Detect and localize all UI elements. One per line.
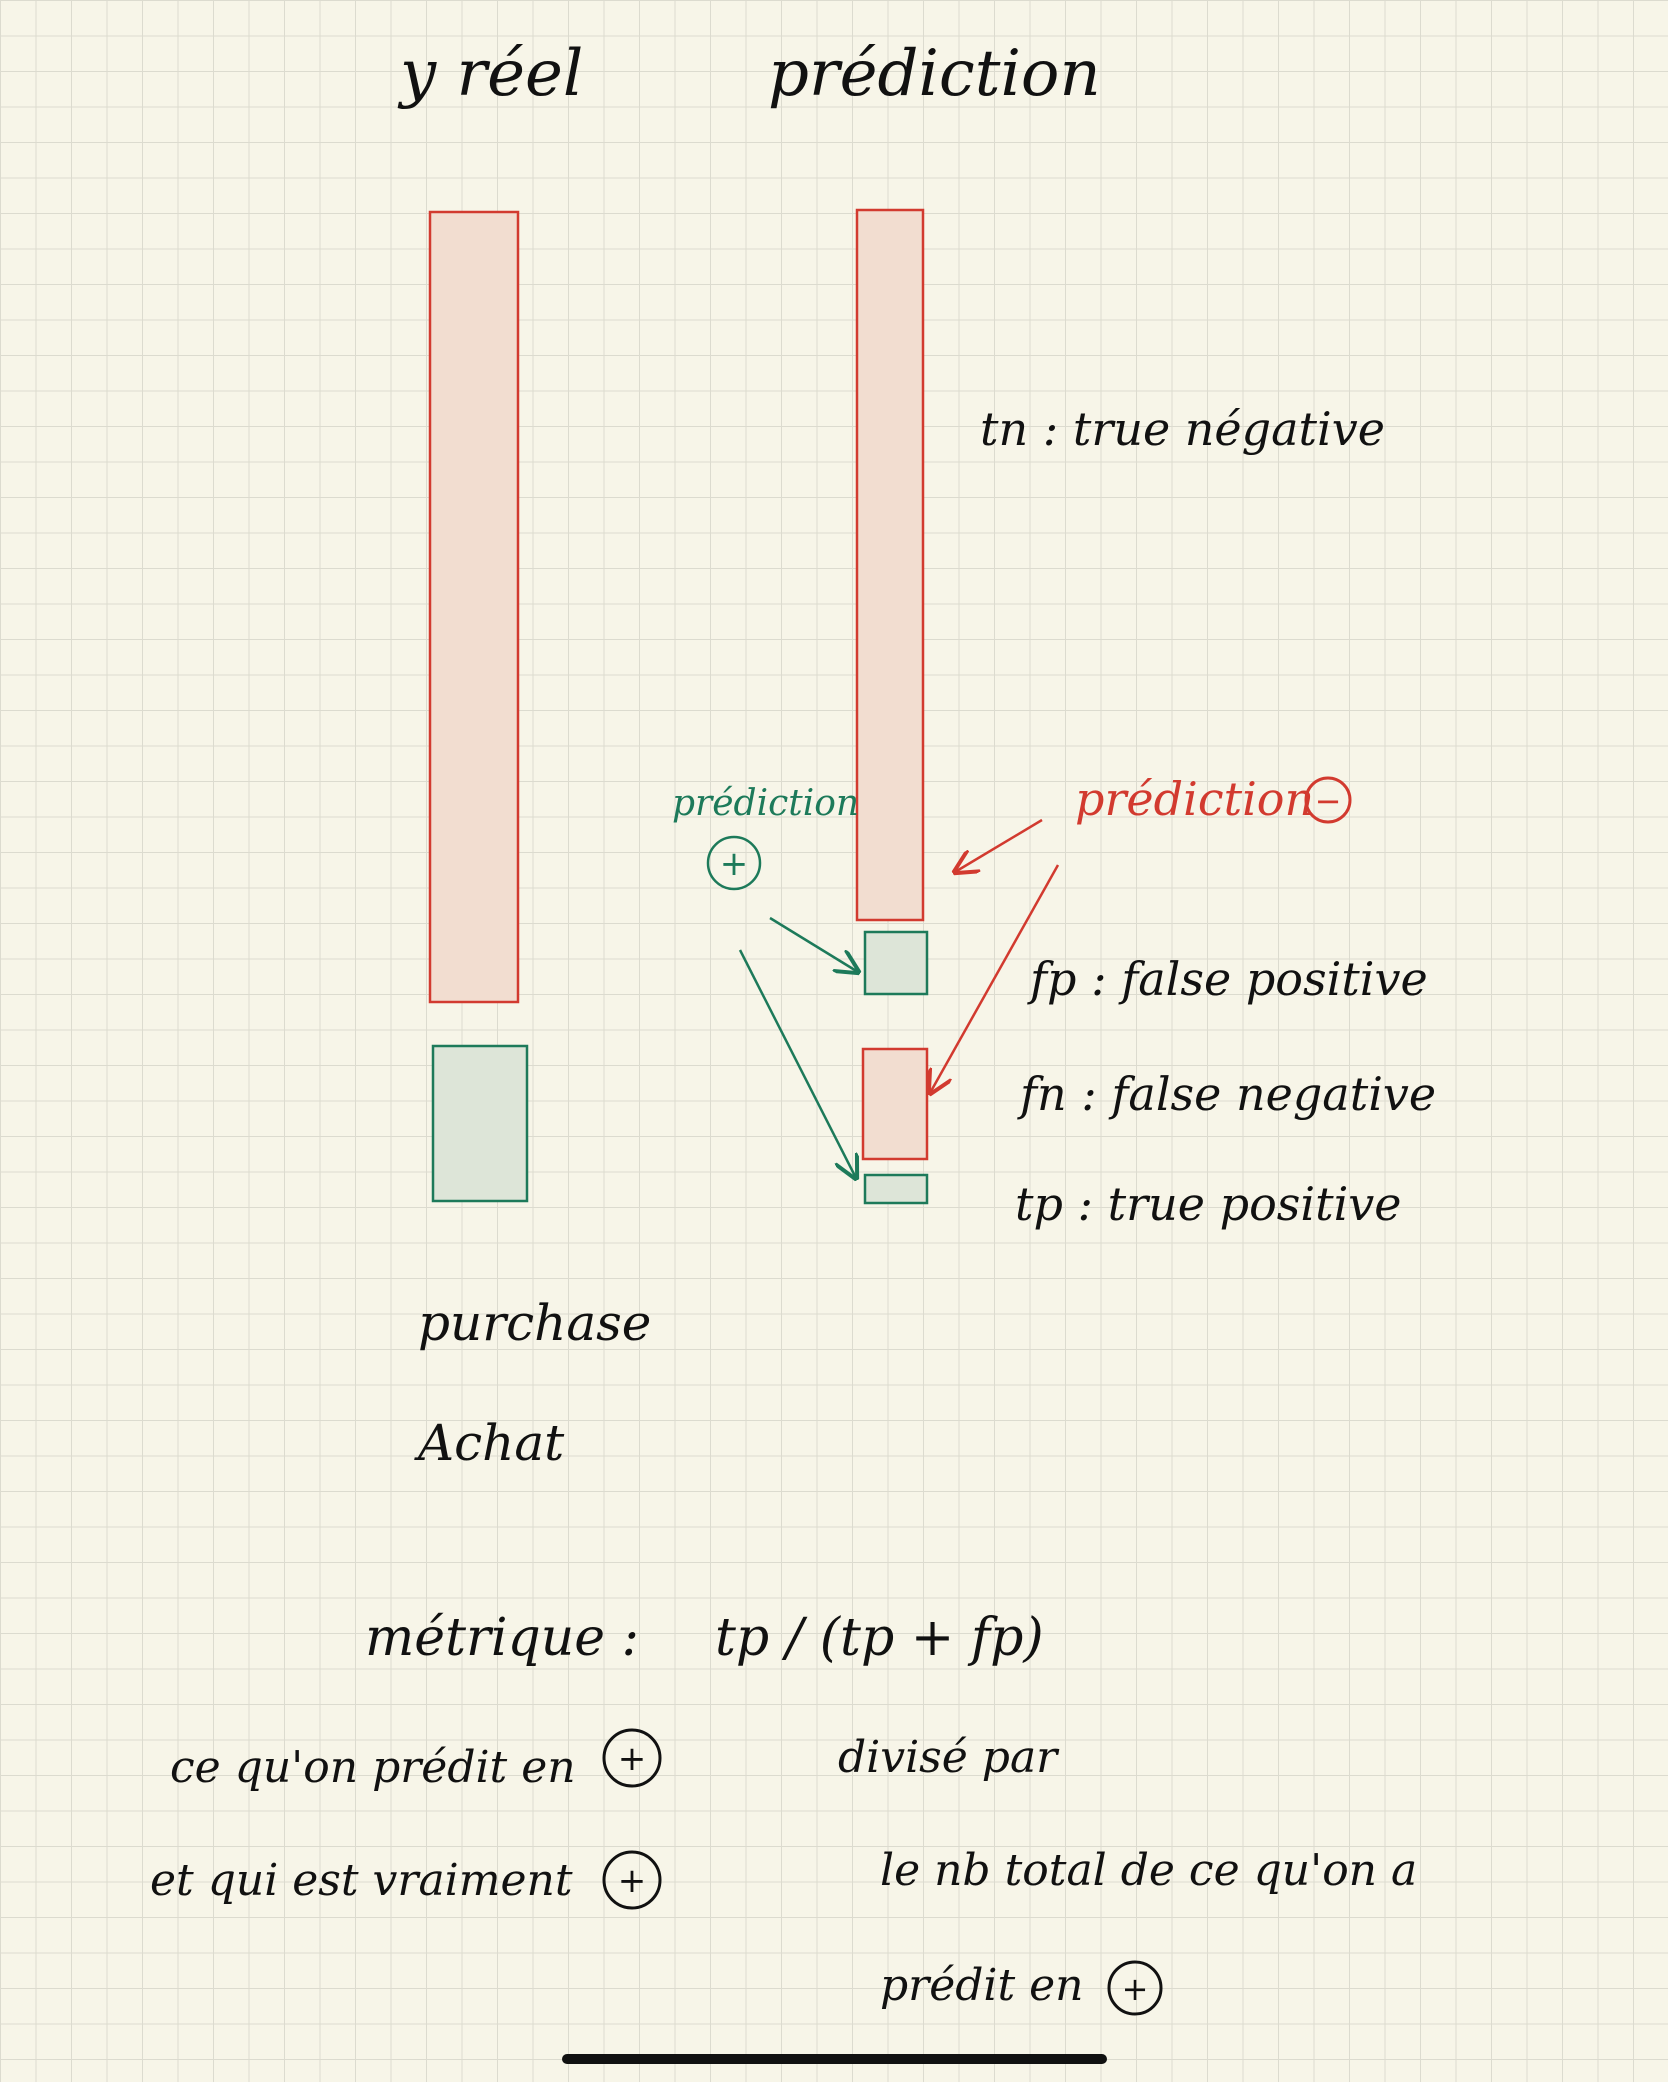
predicted-positive-label: prédit en — [880, 1960, 1084, 2011]
plus-circle-icon — [602, 1850, 662, 1910]
label-prediction-positive: prédiction — [672, 783, 859, 824]
plus-circle-icon — [1107, 1960, 1163, 2016]
arrow-to-true-negative — [955, 818, 1043, 872]
arrow-to-false-negative — [930, 864, 1060, 1093]
label-achat: Achat — [414, 1414, 565, 1472]
minus-sign-red: − — [1315, 782, 1342, 820]
total-label: le nb total de ce qu'on a — [880, 1845, 1417, 1896]
false-negative-bar — [861, 1047, 929, 1161]
precision-line-2: et qui est vraiment — [150, 1855, 573, 1906]
arrow-to-false-positive — [769, 916, 858, 972]
true-negative-bar — [855, 208, 925, 922]
header-prediction: prédiction — [768, 37, 1101, 111]
plus-circle-icon — [602, 1728, 662, 1788]
precision-line-1: ce qu'on prédit en — [170, 1742, 576, 1793]
label-fn: fn : false negative — [1017, 1067, 1436, 1121]
label-prediction-negative: prédiction — [1075, 772, 1314, 826]
plus-sign: + — [1122, 1970, 1149, 2008]
actual-negative-bar — [428, 210, 520, 1004]
header-actual: y réel — [397, 37, 583, 111]
divide-label: divisé par — [838, 1732, 1060, 1783]
metric-formula: tp / (tp + fp) — [715, 1608, 1044, 1668]
label-fp: fp : false positive — [1027, 952, 1428, 1006]
arrow-to-true-positive — [738, 949, 856, 1178]
metric-label: métrique : — [365, 1608, 639, 1668]
false-positive-bar — [863, 930, 929, 996]
plus-sign-green: + — [720, 844, 749, 884]
label-purchase: purchase — [418, 1294, 651, 1352]
true-positive-bar — [863, 1173, 929, 1205]
label-tp: tp : true positive — [1015, 1177, 1402, 1231]
home-indicator[interactable] — [562, 2054, 1107, 2064]
actual-positive-bar — [431, 1044, 529, 1203]
plus-sign: + — [618, 1739, 647, 1779]
plus-circle-icon — [706, 835, 762, 891]
minus-circle-icon — [1304, 776, 1352, 824]
plus-sign: + — [618, 1861, 647, 1901]
label-tn: tn : true négative — [980, 402, 1385, 456]
